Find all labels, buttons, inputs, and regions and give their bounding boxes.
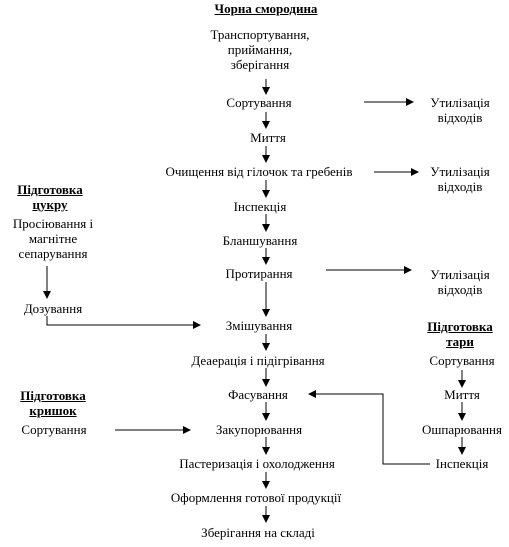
sugar-title-line2: цукру xyxy=(32,197,68,212)
step-transport: Транспортування, приймання, зберігання xyxy=(210,27,309,72)
arrow-containers-inspection-filling xyxy=(308,390,430,465)
step-cleaning: Очищення від гілочок та гребенів xyxy=(165,164,353,179)
arrow-dosing-mixing xyxy=(46,316,201,329)
sugar-sifting-line2: магнітне xyxy=(28,231,78,246)
containers-inspection: Інспекція xyxy=(435,456,489,471)
step-transport-line2: приймання, xyxy=(227,42,293,57)
waste-3-line1: Утилізація xyxy=(430,267,490,282)
sugar-sifting-line3: сепарування xyxy=(18,246,88,261)
step-mixing: Змішування xyxy=(225,318,293,333)
step-pasteurization: Пастеризація і охолодження xyxy=(179,456,335,471)
step-wiping: Протирання xyxy=(225,266,293,281)
step-capping: Закупорювання xyxy=(215,422,303,437)
sugar-sifting-line1: Просіювання і xyxy=(12,216,94,231)
caps-title: Підготовка кришок xyxy=(20,388,85,418)
waste-3-line2: відходів xyxy=(437,282,483,297)
step-washing: Миття xyxy=(250,130,286,145)
containers-sorting: Сортування xyxy=(429,353,495,368)
step-transport-line1: Транспортування, xyxy=(210,27,310,42)
waste-2-line1: Утилізація xyxy=(430,164,490,179)
step-deaeration: Деаерація і підігрівання xyxy=(191,353,325,368)
waste-2: Утилізація відходів xyxy=(430,164,489,194)
step-storage: Зберігання на складі xyxy=(201,525,315,540)
sugar-sifting: Просіювання і магнітне сепарування xyxy=(13,216,93,261)
step-sorting: Сортування xyxy=(226,95,292,110)
waste-1-line2: відходів xyxy=(437,110,483,125)
waste-1-line1: Утилізація xyxy=(430,95,490,110)
waste-1: Утилізація відходів xyxy=(430,95,489,125)
step-transport-line3: зберігання xyxy=(230,57,290,72)
step-inspection: Інспекція xyxy=(233,199,287,214)
diagram-title: Чорна смородина xyxy=(214,1,318,16)
containers-scalding: Ошпарювання xyxy=(422,422,502,437)
containers-title: Підготовка тари xyxy=(427,319,492,349)
step-blanching: Бланшування xyxy=(222,233,298,248)
containers-title-line1: Підготовка xyxy=(427,319,493,334)
caps-title-line2: кришок xyxy=(29,403,77,418)
containers-washing: Миття xyxy=(444,387,480,402)
step-finishing: Оформлення готової продукції xyxy=(170,490,342,505)
caps-title-line1: Підготовка xyxy=(20,388,86,403)
step-filling: Фасування xyxy=(228,387,288,402)
caps-sorting: Сортування xyxy=(21,422,87,437)
sugar-title-line1: Підготовка xyxy=(17,182,83,197)
waste-3: Утилізація відходів xyxy=(430,267,489,297)
containers-title-line2: тари xyxy=(446,334,474,349)
waste-2-line2: відходів xyxy=(437,179,483,194)
sugar-title: Підготовка цукру xyxy=(17,182,82,212)
sugar-dosing: Дозування xyxy=(23,301,83,316)
